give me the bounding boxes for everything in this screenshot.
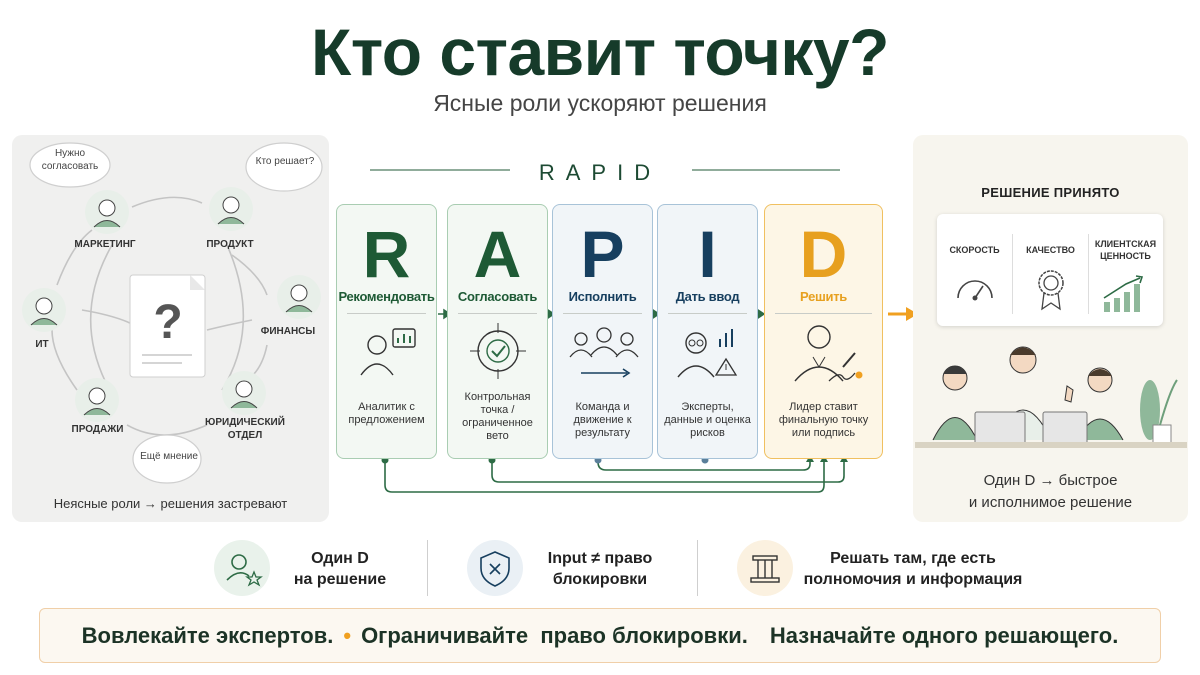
expert-icon bbox=[677, 329, 738, 378]
rapid-connectors bbox=[370, 169, 918, 493]
role-it: ИТ bbox=[35, 339, 49, 350]
fact-line2: блокировки bbox=[552, 571, 648, 588]
rapid-card-agree: A Согласовать Контрольная точка / ограни… bbox=[447, 204, 548, 459]
rapid-card-decide: D Решить Лидер ставит финальную точку ил… bbox=[764, 204, 883, 459]
metric-speed: СКОРОСТЬ bbox=[937, 214, 1012, 326]
metric-label: СКОРОСТЬ bbox=[949, 245, 1000, 255]
card-desc: Лидер ставит финальную точку или подпись bbox=[778, 401, 869, 439]
column-icon bbox=[737, 540, 793, 596]
role-product: ПРОДУКТ bbox=[206, 239, 254, 250]
decision-made-title: РЕШЕНИЕ ПРИНЯТО bbox=[981, 185, 1120, 200]
fact-text: Решать там, где есть полномочия и информ… bbox=[803, 548, 1023, 590]
cloud-another-opinion: Ещё мнение bbox=[140, 451, 198, 462]
fact-line2: на решение bbox=[293, 571, 387, 588]
decision-caption-line1: Один D → быстрое bbox=[983, 472, 1118, 489]
unclear-roles-caption: Неясные роли → решения застревают bbox=[53, 496, 288, 511]
analyst-icon bbox=[360, 328, 416, 376]
growth-chart-icon bbox=[1103, 275, 1144, 312]
fact-decide-where-authority: Решать там, где есть полномочия и информ… bbox=[737, 540, 1027, 596]
decision-made-panel bbox=[913, 135, 1188, 522]
card-desc: Эксперты, данные и оценка рисков bbox=[664, 401, 751, 439]
quality-badge-icon bbox=[1038, 270, 1064, 311]
fact-line1: Решать там, где есть bbox=[830, 550, 996, 567]
fact-line1: Input ≠ право bbox=[547, 550, 653, 567]
takeaway-part1: Вовлекайте экспертов. bbox=[81, 623, 334, 648]
card-verb: Исполнить bbox=[568, 289, 637, 304]
card-desc: Аналитик с предложением bbox=[348, 401, 425, 426]
decision-caption: Один D → быстрое и исполнимое решение bbox=[913, 470, 1188, 514]
team-celebration-illustration bbox=[915, 346, 1187, 448]
rapid-card-input: I Дать ввод Эксперты, данные и оценка ри… bbox=[657, 204, 758, 459]
cloud-need-approval: Нужно согласовать bbox=[41, 148, 99, 172]
card-desc: Команда и движение к результату bbox=[573, 401, 632, 439]
metric-quality: КАЧЕСТВО bbox=[1013, 214, 1088, 326]
rapid-label: RAPID bbox=[538, 160, 662, 185]
page-subtitle: Ясные роли ускоряют решения bbox=[433, 90, 767, 116]
signing-leader-icon bbox=[794, 325, 863, 382]
fact-text: Input ≠ право блокировки bbox=[535, 548, 665, 590]
unclear-roles-diagram bbox=[22, 142, 323, 484]
shield-x-icon bbox=[467, 540, 523, 596]
card-verb: Согласовать bbox=[457, 289, 538, 304]
bullet-dot: • bbox=[343, 623, 352, 648]
card-letter: R bbox=[362, 217, 411, 291]
takeaway-banner bbox=[39, 608, 1161, 663]
fact-one-d: Один D на решение bbox=[214, 540, 404, 596]
unclear-document-icon bbox=[129, 274, 206, 378]
target-check-icon bbox=[470, 323, 526, 379]
rapid-card-execute: P Исполнить Команда и движение к результ… bbox=[552, 204, 653, 459]
metrics-card: СКОРОСТЬ КАЧЕСТВО КЛИЕНТСКАЯ ЦЕННОСТЬ bbox=[937, 214, 1163, 326]
question-mark: ? bbox=[153, 296, 183, 349]
card-verb: Рекомендовать bbox=[338, 289, 435, 304]
metric-label: КЛИЕНТСКАЯ ЦЕННОСТЬ bbox=[1094, 239, 1157, 261]
card-verb: Дать ввод bbox=[675, 289, 740, 304]
speedometer-icon bbox=[957, 280, 993, 301]
decision-caption-line2: и исполнимое решение bbox=[968, 494, 1133, 511]
role-marketing: МАРКЕТИНГ bbox=[74, 239, 136, 250]
takeaway-part3: Назначайте одного решающего. bbox=[769, 623, 1119, 648]
cloud-who-decides: Кто решает? bbox=[255, 156, 315, 167]
fact-text: Один D на решение bbox=[280, 548, 400, 590]
fact-line1: Один D bbox=[311, 550, 369, 567]
fact-line2: полномочия и информация bbox=[803, 571, 1023, 588]
card-letter: I bbox=[698, 217, 717, 291]
card-verb: Решить bbox=[800, 289, 847, 304]
rapid-card-recommend: R Рекомендовать Аналитик с предложением bbox=[336, 204, 437, 459]
fact-input-not-veto: Input ≠ право блокировки bbox=[467, 540, 667, 596]
page-title: Кто ставит точку? bbox=[311, 15, 889, 89]
role-sales: ПРОДАЖИ bbox=[71, 424, 124, 435]
metric-customer-value: КЛИЕНТСКАЯ ЦЕННОСТЬ bbox=[1088, 214, 1163, 326]
team-icon bbox=[569, 327, 639, 378]
takeaway-text: Вовлекайте экспертов. • Ограничивайте прав… bbox=[39, 623, 1161, 649]
role-finance: ФИНАНСЫ bbox=[260, 326, 316, 337]
user-star-icon bbox=[214, 540, 270, 596]
card-letter: D bbox=[799, 217, 848, 291]
metric-label: КАЧЕСТВО bbox=[1026, 245, 1075, 255]
card-letter: A bbox=[473, 217, 522, 291]
card-letter: P bbox=[580, 217, 625, 291]
role-legal: ЮРИДИЧЕСКИЙ ОТДЕЛ bbox=[205, 417, 285, 441]
takeaway-part2: Ограничивайте право блокировки. bbox=[361, 623, 748, 648]
card-desc: Контрольная точка / ограниченное вето bbox=[462, 391, 533, 442]
